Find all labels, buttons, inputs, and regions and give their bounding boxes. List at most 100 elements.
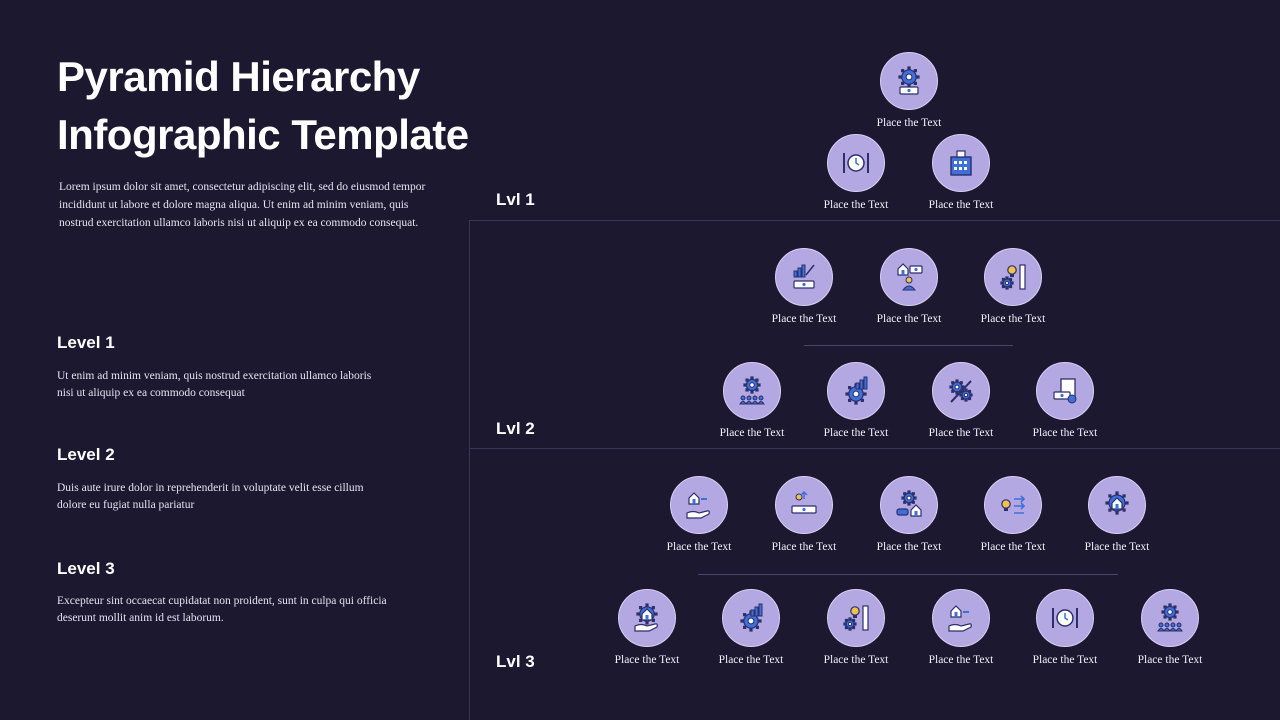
node-label: Place the Text [771, 541, 837, 553]
pyramid-node: Place the Text [597, 589, 697, 666]
pyramid-node: Place the Text [754, 476, 854, 553]
node-circle [984, 476, 1042, 534]
title-line-2: Infographic Template [57, 111, 469, 158]
level-1-description: Ut enim ad minim veniam, quis nostrud ex… [57, 370, 372, 399]
pyramid-node: Place the Text [806, 134, 906, 211]
pyramid-node: Place the Text [754, 248, 854, 325]
level-3-description: Excepteur sint occaecat cupidatat non pr… [57, 595, 387, 624]
node-label: Place the Text [980, 313, 1046, 325]
pyramid-node: Place the Text [911, 589, 1011, 666]
pyramid-node: Place the Text [859, 52, 959, 129]
lvl-2-label: Lvl 2 [496, 419, 535, 438]
node-circle [827, 362, 885, 420]
chart-money-icon [793, 264, 815, 289]
pyramid-node: Place the Text [1067, 476, 1167, 553]
idea-gear-ruler-icon [843, 605, 869, 631]
node-label: Place the Text [876, 117, 942, 129]
node-circle [723, 362, 781, 420]
node-circle [670, 476, 728, 534]
node-label: Place the Text [823, 199, 889, 211]
gear-car-house-icon [896, 490, 922, 517]
pyramid-node: Place the Text [806, 362, 906, 439]
idea-gear-ruler-icon [1000, 264, 1026, 290]
node-label: Place the Text [1032, 654, 1098, 666]
idea-arrows-icon [1001, 495, 1026, 514]
level-1-divider [469, 220, 1280, 221]
node-label: Place the Text [614, 654, 680, 666]
gear-money-icon [898, 66, 920, 95]
pyramid-node: Place the Text [701, 589, 801, 666]
node-circle [775, 248, 833, 306]
node-label: Place the Text [823, 654, 889, 666]
pyramid-node: Place the Text [806, 589, 906, 666]
pyramid-node: Place the Text [859, 476, 959, 553]
pyramid-node: Place the Text [911, 362, 1011, 439]
intro-paragraph: Lorem ipsum dolor sit amet, consectetur … [59, 181, 426, 229]
row-5-separator [698, 574, 1118, 575]
node-circle [932, 362, 990, 420]
pyramid-node: Place the Text [859, 248, 959, 325]
node-circle [880, 476, 938, 534]
pyramid-node: Place the Text [963, 248, 1063, 325]
gear-team-icon [739, 376, 765, 405]
node-circle [880, 248, 938, 306]
person-house-money-icon [897, 263, 923, 291]
gear-chart-icon [740, 603, 763, 632]
lvl-3-label: Lvl 3 [496, 652, 535, 671]
node-label: Place the Text [823, 427, 889, 439]
node-label: Place the Text [1084, 541, 1150, 553]
node-circle [827, 134, 885, 192]
node-circle [1036, 362, 1094, 420]
node-circle [722, 589, 780, 647]
gear-team-icon [1157, 603, 1183, 632]
node-label: Place the Text [719, 427, 785, 439]
pyramid-node: Place the Text [911, 134, 1011, 211]
level-1-heading: Level 1 [57, 333, 115, 352]
house-hand-icon [686, 492, 710, 519]
node-circle [827, 589, 885, 647]
node-circle [618, 589, 676, 647]
person-money-icon [791, 490, 817, 514]
house-hand-gear-icon [634, 603, 658, 632]
pyramid-vertical-divider [469, 220, 470, 720]
node-label: Place the Text [771, 313, 837, 325]
pyramid-node: Place the Text [649, 476, 749, 553]
node-label: Place the Text [928, 427, 994, 439]
node-circle [775, 476, 833, 534]
node-label: Place the Text [876, 541, 942, 553]
pyramid-node: Place the Text [702, 362, 802, 439]
node-circle [932, 134, 990, 192]
node-label: Place the Text [1032, 427, 1098, 439]
node-circle [932, 589, 990, 647]
node-label: Place the Text [876, 313, 942, 325]
node-label: Place the Text [666, 541, 732, 553]
gear-house-icon [1105, 491, 1129, 515]
level-2-description: Duis aute irure dolor in reprehenderit i… [57, 482, 364, 511]
pyramid-node: Place the Text [1015, 589, 1115, 666]
level-2-heading: Level 2 [57, 445, 115, 464]
clock-tools-icon [843, 153, 869, 173]
pyramid-node: Place the Text [963, 476, 1063, 553]
money-calculator-icon [1053, 378, 1077, 404]
row-3-separator [804, 345, 1013, 346]
pyramid-node: Place the Text [1015, 362, 1115, 439]
page-title: Pyramid Hierarchy Infographic Template [57, 48, 469, 164]
level-2-divider [469, 448, 1280, 449]
node-label: Place the Text [928, 199, 994, 211]
node-circle [1088, 476, 1146, 534]
node-circle [1036, 589, 1094, 647]
node-circle [984, 248, 1042, 306]
node-circle [1141, 589, 1199, 647]
title-line-1: Pyramid Hierarchy [57, 53, 420, 100]
level-3-heading: Level 3 [57, 559, 115, 578]
pyramid-node: Place the Text [1120, 589, 1220, 666]
node-label: Place the Text [928, 654, 994, 666]
building-icon [950, 150, 972, 176]
node-label: Place the Text [718, 654, 784, 666]
gears-wrench-icon [949, 379, 973, 403]
gear-chart-icon [845, 376, 868, 405]
lvl-1-label: Lvl 1 [496, 190, 535, 209]
clock-tools-icon [1052, 608, 1078, 628]
house-hand-icon [948, 605, 972, 632]
node-label: Place the Text [980, 541, 1046, 553]
